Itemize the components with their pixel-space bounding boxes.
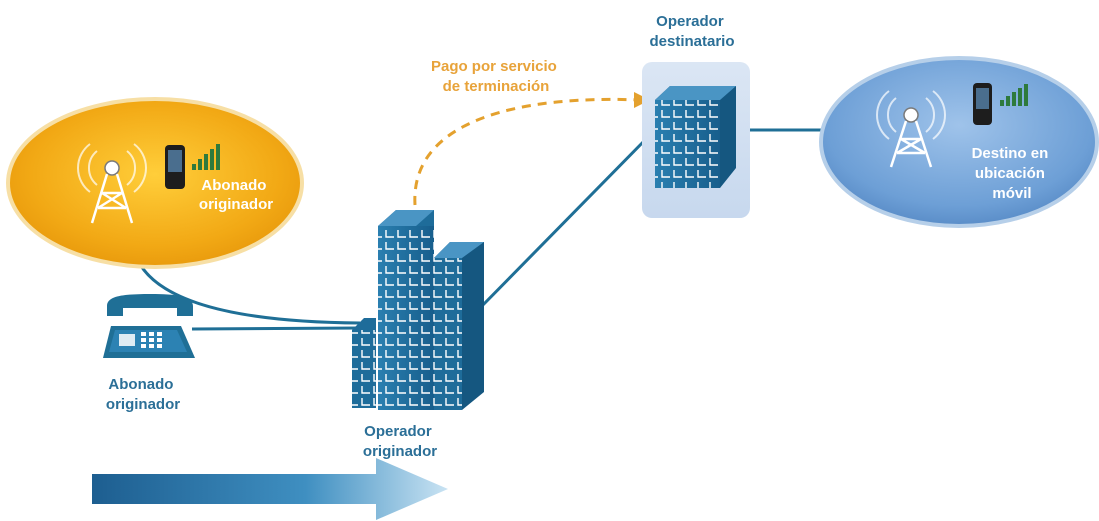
operator-to-dest-operator-link [476, 133, 652, 312]
originator-mobile-label: Abonado originador [199, 177, 273, 213]
dest-operator-building-icon [655, 86, 736, 188]
signal-bars-icon [192, 144, 220, 170]
mobile-phone-icon [973, 83, 992, 125]
cell-tower-icon [77, 143, 147, 224]
mobile-phone-icon [165, 145, 185, 189]
origin-operator-label: Operador originador [363, 423, 437, 460]
destination-label: Destino en ubicación móvil [972, 145, 1053, 202]
dest-operator-label: Operador destinatario [649, 13, 734, 50]
payment-flow-arrow [413, 92, 650, 206]
originator-mobile-zone [6, 97, 304, 269]
signal-bars-icon [1000, 84, 1028, 106]
desk-phone-icon [103, 294, 195, 358]
phone-to-operator-link [191, 326, 361, 331]
destination-zone [819, 56, 1099, 228]
cell-tower-icon [876, 90, 946, 168]
flow-arrow-icon [92, 458, 448, 520]
origin-operator-building-icon [352, 210, 484, 410]
originator-fixed-label: Abonado originador [106, 376, 180, 413]
payment-label: Pago por servicio de terminación [431, 58, 561, 95]
